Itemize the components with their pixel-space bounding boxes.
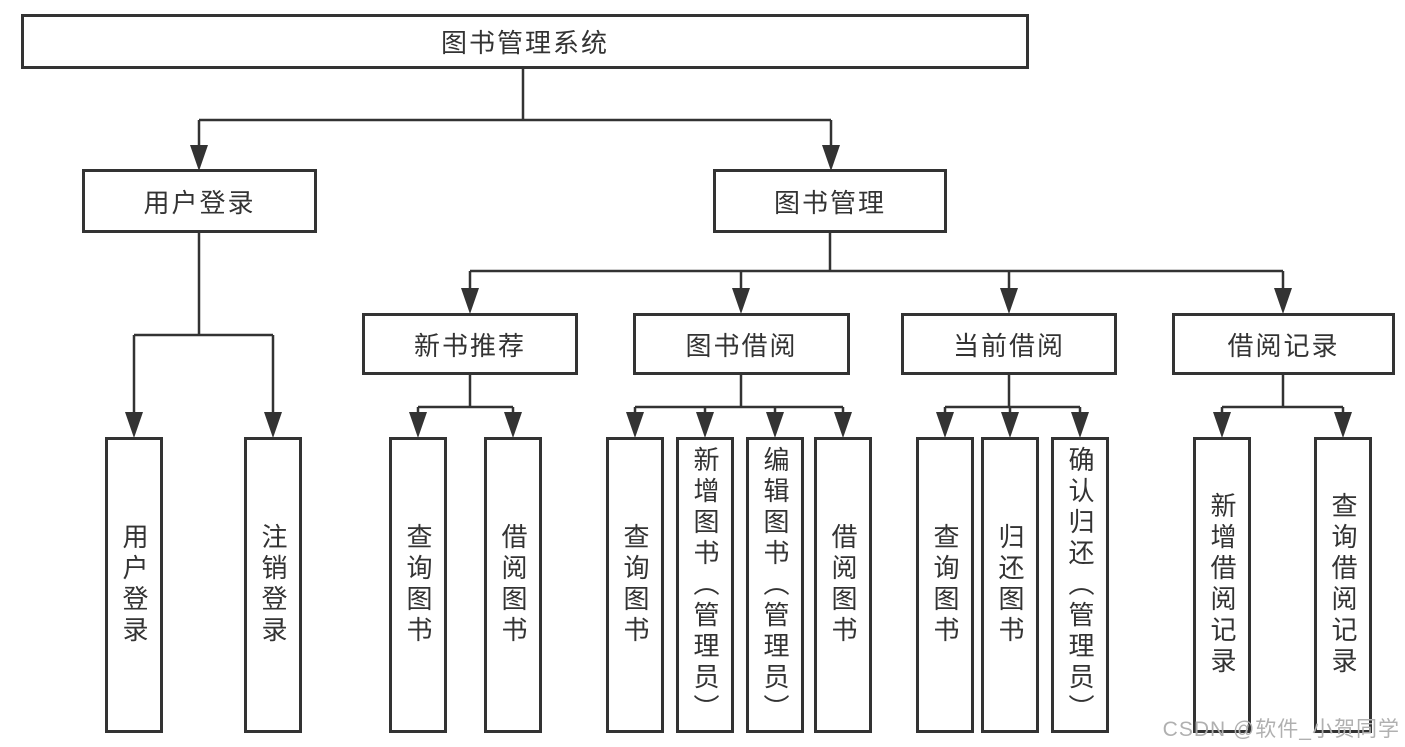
leaf-user-login: 用户登录 — [105, 437, 163, 733]
node-book-management: 图书管理 — [713, 169, 947, 233]
leaf-query-books-2: 查询图书 — [606, 437, 664, 733]
connector-lines — [132, 69, 1345, 413]
node-borrowing-records-label: 借阅记录 — [1227, 330, 1340, 361]
leaf-query-books-3: 查询图书 — [916, 437, 974, 733]
leaf-query-borrow-record: 查询借阅记录 — [1314, 437, 1372, 733]
node-user-login: 用户登录 — [82, 169, 317, 233]
watermark-text: CSDN @软件_小贺同学 — [1162, 718, 1400, 741]
node-root-label: 图书管理系统 — [440, 28, 609, 58]
leaf-confirm-return-admin: 确认归还（管理员） — [1051, 437, 1109, 733]
leaf-edit-book-admin: 编辑图书（管理员） — [746, 437, 804, 733]
leaf-borrow-books-1: 借阅图书 — [484, 437, 542, 733]
node-current-borrowing: 当前借阅 — [901, 313, 1117, 375]
arrowheads — [125, 145, 1352, 438]
node-book-borrowing-label: 图书借阅 — [685, 330, 798, 361]
node-book-borrowing: 图书借阅 — [633, 313, 850, 375]
node-borrowing-records: 借阅记录 — [1172, 313, 1395, 375]
node-current-borrowing-label: 当前借阅 — [952, 330, 1065, 361]
leaf-add-book-admin: 新增图书（管理员） — [676, 437, 734, 733]
node-new-book-recommend-label: 新书推荐 — [413, 330, 526, 361]
leaf-logout: 注销登录 — [244, 437, 302, 733]
leaf-borrow-books-2: 借阅图书 — [814, 437, 872, 733]
leaf-add-borrow-record: 新增借阅记录 — [1193, 437, 1251, 733]
node-book-management-label: 图书管理 — [773, 187, 886, 218]
node-new-book-recommend: 新书推荐 — [362, 313, 578, 375]
node-root: 图书管理系统 — [21, 14, 1029, 69]
leaf-return-book: 归还图书 — [981, 437, 1039, 733]
node-user-login-label: 用户登录 — [143, 187, 256, 218]
leaf-query-books-1: 查询图书 — [389, 437, 447, 733]
